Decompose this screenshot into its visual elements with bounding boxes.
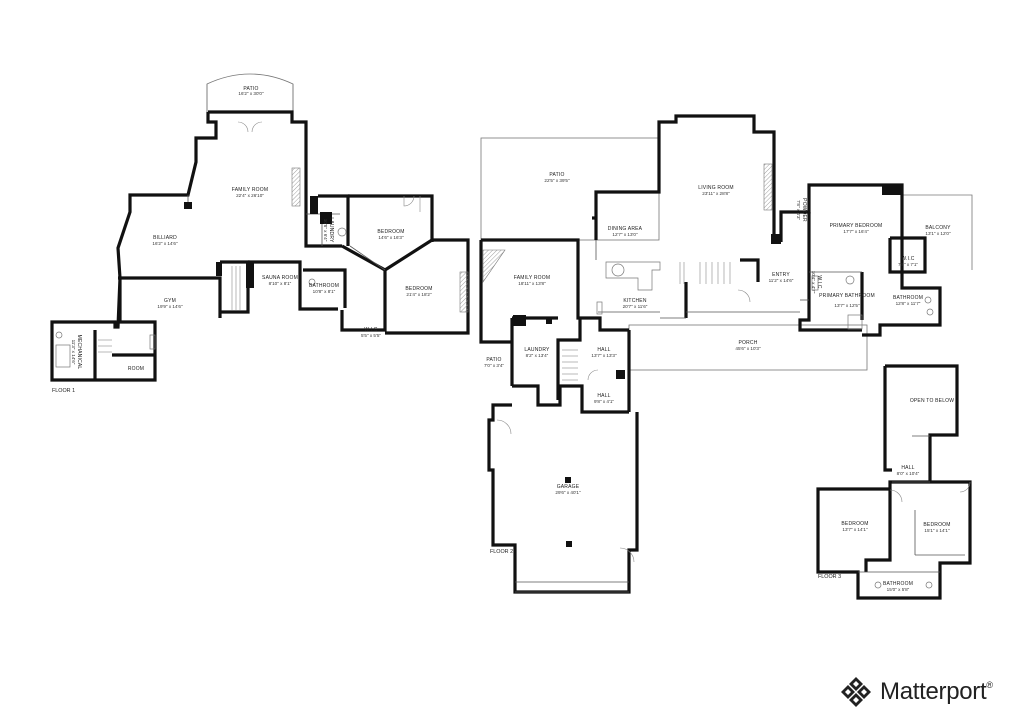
room-dims-mechanical: 11'3" x 14'6" [71, 340, 76, 365]
room-label-f2-patio: PATIO [549, 172, 564, 178]
floor-3-plan [816, 364, 972, 600]
room-label-entry: ENTRY [772, 272, 790, 278]
room-label-f3-bedroom-b: BEDROOM [923, 522, 950, 528]
room-dims-gym: 19'9" x 14'6" [157, 304, 183, 309]
room-label-f1-family-room: FAMILY ROOM [232, 187, 268, 193]
room-dims-entry: 11'2" x 14'6" [769, 278, 794, 283]
room-dims-f3-hall: 8'0" x 10'4" [897, 471, 920, 476]
room-dims-primary-bedroom: 17'7" x 16'4" [843, 229, 869, 234]
room-dims-f3-bedroom-b: 15'1" x 14'1" [924, 528, 950, 533]
room-dims-f2-laundry: 8'2" x 13'4" [526, 353, 549, 358]
room-dims-f1-bedroom-a: 14'6" x 16'3" [378, 235, 404, 240]
room-dims-kitchen: 20'7" x 11'6" [623, 304, 648, 309]
room-label-kitchen: KITCHEN [623, 298, 647, 304]
room-dims-f2-patio-small: 7'0" x 3'4" [484, 363, 504, 368]
room-dims-f1-family-room: 22'4" x 26'10" [236, 193, 264, 198]
room-label-f1-bedroom-b: BEDROOM [405, 286, 432, 292]
room-dims-f1-patio: 16'2" x 30'0" [238, 91, 264, 96]
room-label-powder: POWDER [801, 198, 807, 222]
room-label-dining-area: DINING AREA [608, 226, 643, 232]
room-dims-primary-bathroom: 13'7" x 12'5" [834, 303, 860, 308]
room-label-f3-bedroom-a: BEDROOM [841, 521, 868, 527]
matterport-logo-icon [841, 677, 871, 707]
room-label-primary-bedroom: PRIMARY BEDROOM [830, 223, 883, 229]
room-label-f2-hall-b: HALL [597, 393, 610, 399]
room-label-porch: PORCH [738, 340, 757, 346]
room-dims-f2-wic: 7'8" x 7'1" [898, 262, 918, 267]
brand-mark: ® [986, 680, 993, 690]
room-dims-billiard: 16'2" x 14'6" [152, 241, 178, 246]
room-dims-f2-patio: 22'5" x 39'5" [544, 178, 570, 183]
brand-name: Matterport [880, 678, 987, 705]
room-label-sauna: SAUNA ROOM [262, 275, 298, 281]
floor-3-label: FLOOR 3 [818, 574, 841, 580]
floor-1-label: FLOOR 1 [52, 388, 75, 394]
room-label-f1-bathroom: BATHROOM [309, 283, 339, 289]
room-label-f2-bathroom: BATHROOM [893, 295, 923, 301]
room-dims-f2-family-room: 18'11" x 13'8" [518, 281, 546, 286]
room-label-primary-bathroom: PRIMARY BATHROOM [819, 293, 875, 299]
room-label-f1-bedroom-a: BEDROOM [377, 229, 404, 235]
room-label-f3-bathroom: BATHROOM [883, 581, 913, 587]
room-label-garage: GARAGE [557, 484, 580, 490]
floor-2-label: FLOOR 2 [490, 549, 513, 555]
room-label-open-to-below: OPEN TO BELOW [910, 398, 954, 404]
room-dims-f2-bathroom: 12'8" x 11'7" [896, 301, 921, 306]
room-dims-porch: 45'6" x 10'3" [735, 346, 761, 351]
room-dims-f3-bedroom-a: 13'7" x 14'1" [842, 527, 868, 532]
room-dims-f1-laundry: 10'8" x 6'4" [323, 219, 328, 242]
room-dims-living-room: 23'11" x 28'8" [702, 191, 730, 196]
floor-1-plan [50, 73, 470, 382]
room-dims-dining-area: 12'7" x 13'0" [612, 232, 638, 237]
room-label-f2-patio-small: PATIO [486, 357, 501, 363]
room-dims-balcony: 13'1" x 12'0" [925, 231, 951, 236]
room-label-f1-laundry: LAUNDRY [328, 217, 334, 243]
room-dims-f1-bedroom-b: 21'4" x 18'2" [406, 292, 432, 297]
room-label-f2-hall-a: HALL [597, 347, 610, 353]
room-label-room: ROOM [128, 366, 144, 372]
matterport-logo: Matterport® [839, 674, 993, 710]
matterport-wordmark: Matterport® [880, 678, 993, 706]
room-dims-f2-hall-b: 9'8" x 4'1" [594, 399, 614, 404]
room-label-f3-hall: HALL [901, 465, 914, 471]
room-dims-f1-wic: 5'5" x 5'5" [361, 333, 381, 338]
room-label-mechanical: MECHANICAL [76, 335, 82, 370]
room-label-f2-family-room: FAMILY ROOM [514, 275, 550, 281]
room-label-f2-wic-2: W.I.C [816, 275, 822, 288]
room-dims-f3-bathroom: 15'0" x 5'8" [887, 587, 910, 592]
room-dims-sauna: 8'10" x 8'1" [269, 281, 292, 286]
room-dims-garage: 29'6" x 40'1" [555, 490, 581, 495]
room-label-gym: GYM [164, 298, 176, 304]
room-dims-f2-wic-2: 10'4" x 4'7" [811, 271, 816, 294]
room-label-living-room: LIVING ROOM [698, 185, 734, 191]
floor-2-plan [479, 114, 973, 594]
room-dims-f1-bathroom: 10'8" x 8'1" [313, 289, 336, 294]
room-label-f2-wic: W.I.C [901, 256, 914, 262]
room-label-billiard: BILLIARD [153, 235, 177, 241]
room-label-f2-laundry: LAUNDRY [524, 347, 550, 353]
room-dims-powder: 7'8" x 4'3" [796, 200, 801, 220]
room-dims-f2-hall-a: 13'7" x 13'3" [591, 353, 617, 358]
room-label-f1-wic: W.I.C [364, 327, 377, 333]
room-label-balcony: BALCONY [925, 225, 951, 231]
room-label-f1-patio: PATIO [243, 86, 258, 92]
